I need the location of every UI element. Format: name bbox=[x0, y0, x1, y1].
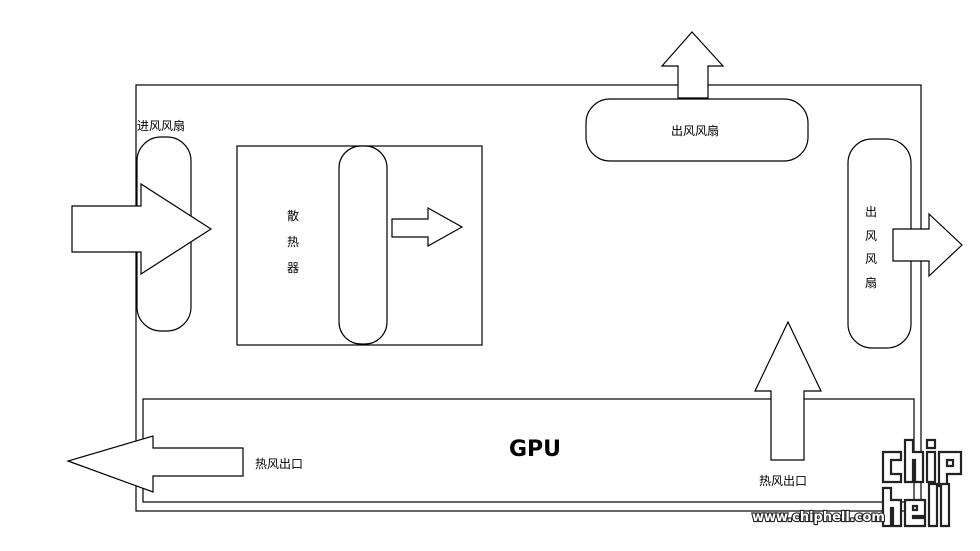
side-exhaust-arrow bbox=[892, 212, 963, 278]
heatsink-label-char-2: 热 bbox=[287, 235, 299, 249]
gpu-label: GPU bbox=[509, 437, 561, 462]
right-hot-air-arrow bbox=[754, 320, 822, 461]
side-exhaust-label-char-1: 出 bbox=[865, 205, 877, 219]
left-hot-air-arrow bbox=[66, 435, 244, 493]
side-exhaust-label-char-2: 风 bbox=[865, 229, 877, 243]
heatsink-label-char-3: 器 bbox=[287, 261, 299, 275]
top-exhaust-arrow bbox=[660, 31, 725, 99]
heatsink-label-char-1: 散 bbox=[287, 208, 299, 223]
heatsink-fan bbox=[338, 145, 388, 345]
top-exhaust-fan bbox=[585, 98, 809, 162]
intake-arrow bbox=[71, 182, 213, 276]
heatsink-outflow-arrow bbox=[391, 206, 464, 248]
intake-fan-label: 进风风扇 bbox=[137, 118, 185, 133]
watermark-url: www.chiphell.com bbox=[752, 510, 885, 525]
side-exhaust-label-char-3: 风 bbox=[865, 252, 877, 266]
watermark-logo bbox=[881, 438, 963, 528]
side-exhaust-label-char-4: 扇 bbox=[865, 275, 877, 290]
hot-air-outlet-right-label: 热风出口 bbox=[759, 474, 807, 488]
hot-air-outlet-left-label: 热风出口 bbox=[255, 457, 303, 471]
top-exhaust-fan-label: 出风风扇 bbox=[671, 123, 719, 138]
